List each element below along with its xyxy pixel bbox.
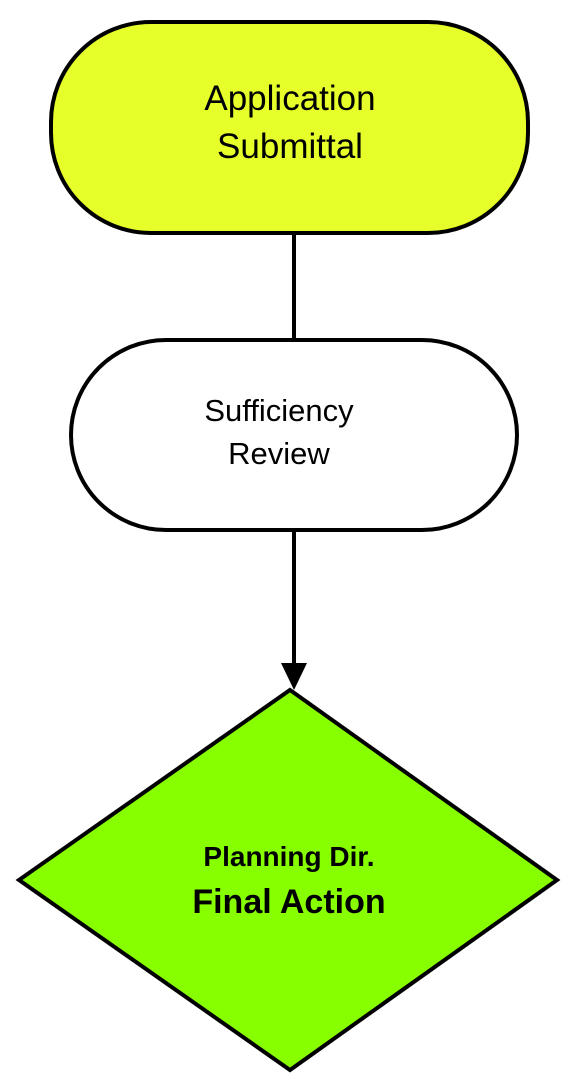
review-label-line2: Review [228, 436, 330, 471]
start-label-line2: Submittal [217, 127, 363, 166]
review-terminal-shape [69, 338, 519, 532]
decision-label-line2: Final Action [192, 883, 385, 921]
arrowhead-icon [281, 663, 307, 690]
start-label-line1: Application [204, 79, 375, 118]
decision-label-line1: Planning Dir. [203, 841, 374, 872]
node-application-submittal[interactable]: Application Submittal [49, 20, 530, 235]
node-sufficiency-review[interactable]: Sufficiency Review [69, 338, 519, 532]
decision-diamond-shape [15, 687, 561, 1073]
start-terminal-shape [49, 20, 530, 235]
node-planning-final-action[interactable]: Planning Dir. Final Action [15, 687, 561, 1073]
review-label-line1: Sufficiency [204, 393, 354, 428]
